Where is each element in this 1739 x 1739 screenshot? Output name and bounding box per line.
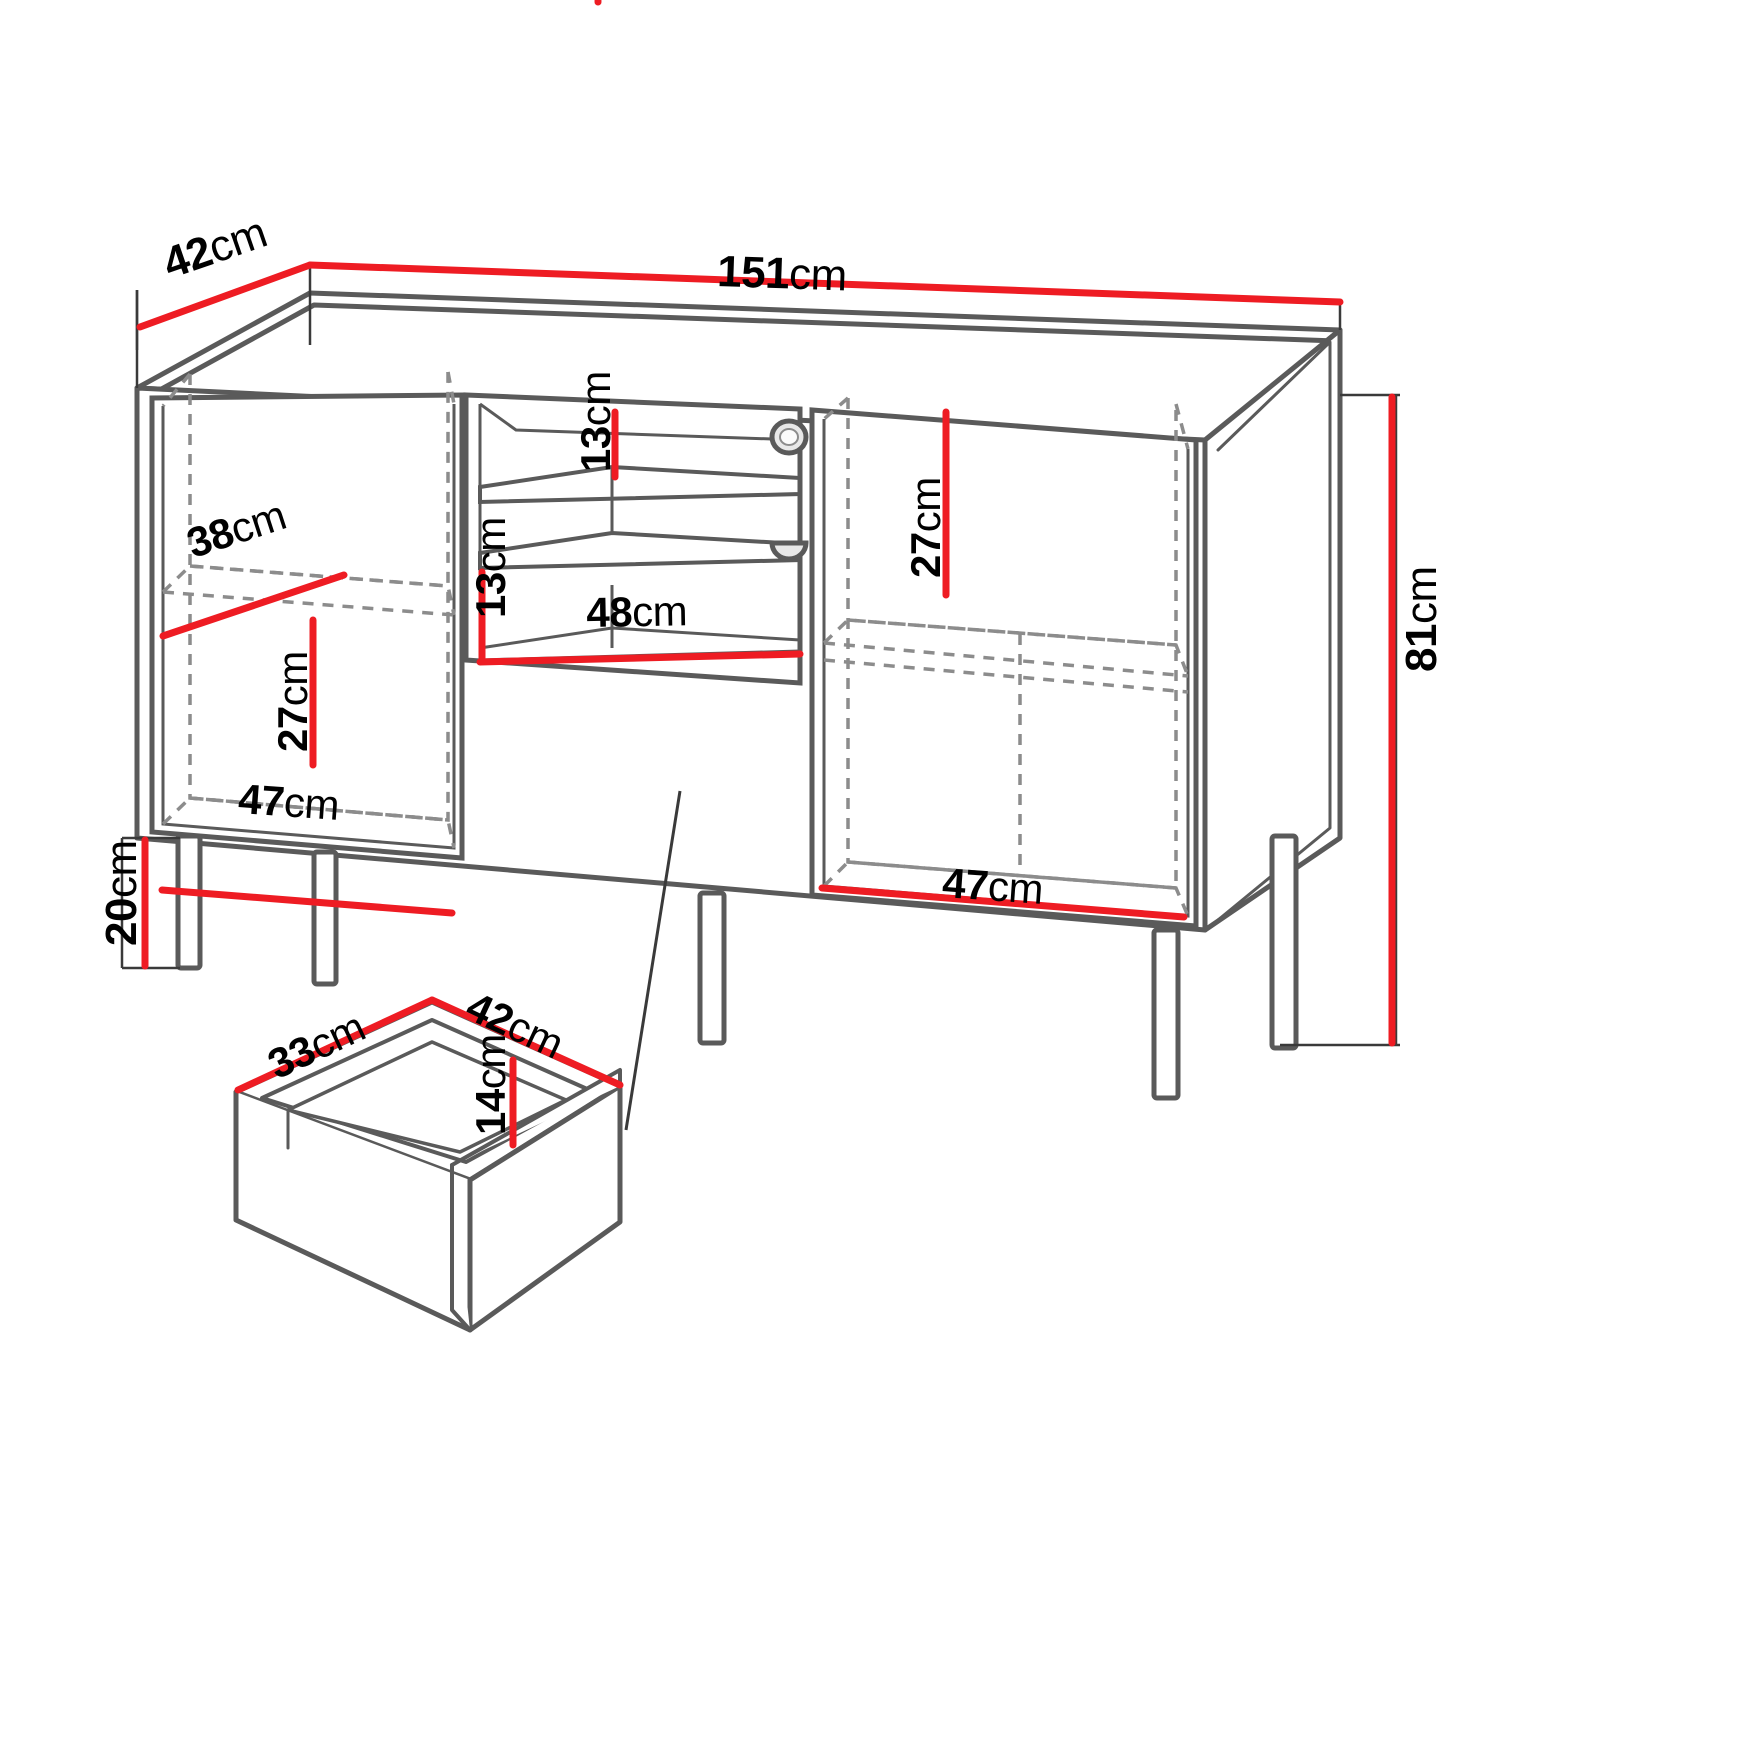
cabinet-legs	[175, 833, 1299, 1101]
dimline-top-width	[306, 261, 1344, 306]
dimline-top-depth	[136, 261, 314, 331]
label-drawer-height: 14cm	[467, 1034, 514, 1135]
label-leg-height: 20cm	[97, 840, 146, 946]
label-mid-width: 48cm	[585, 587, 688, 636]
label-right-comp-width: 47cm	[940, 859, 1045, 913]
label-left-comp-width: 47cm	[236, 775, 341, 829]
label-mid-upper-height: 13cm	[572, 371, 619, 472]
dimline-drawer-depth	[234, 996, 436, 1094]
middle-compartment	[463, 392, 803, 686]
cable-grommet-lower	[769, 540, 809, 562]
dimline-left-shelf-depth	[159, 571, 348, 640]
right-compartment-interior	[822, 396, 1190, 917]
cable-grommet-upper	[769, 418, 809, 456]
label-mid-lower-height: 13cm	[467, 517, 514, 618]
red-dimension-lines	[136, 0, 1396, 1149]
label-right-comp-height: 27cm	[902, 477, 949, 578]
dimline-right-comp-width	[818, 884, 1188, 921]
dimline-drawer-width	[428, 996, 624, 1089]
right-compartment	[809, 407, 1199, 929]
left-compartment	[149, 392, 465, 861]
dimline-mid-width	[476, 650, 804, 666]
label-top-width: 151cm	[716, 247, 848, 301]
dimline-left-comp-width	[158, 886, 456, 917]
label-total-height: 81cm	[1397, 566, 1446, 672]
leader-line-drawer	[624, 790, 682, 1131]
label-left-comp-height: 27cm	[269, 651, 316, 752]
left-compartment-interior	[161, 371, 456, 849]
